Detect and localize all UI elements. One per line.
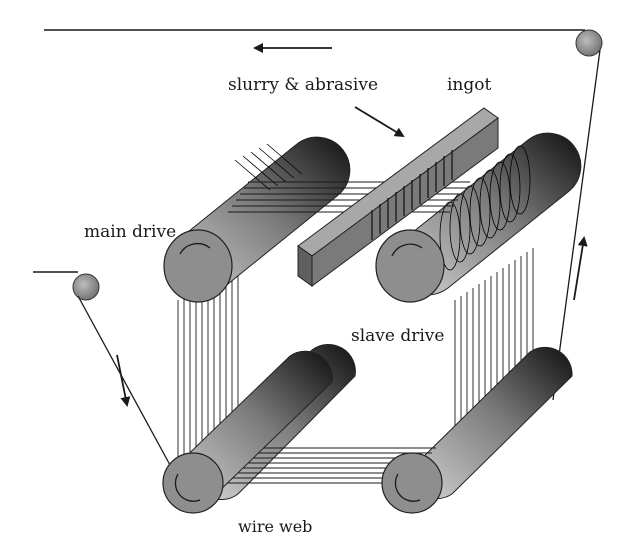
slurry-abrasive-label: slurry & abrasive	[228, 75, 379, 95]
rotation-arrow-icon	[391, 243, 423, 257]
left-vertical-wire-web	[177, 260, 239, 460]
left-feed-wire	[77, 295, 171, 466]
ingot	[297, 107, 499, 287]
left-pulley	[72, 273, 100, 301]
main-drive-label: main drive	[84, 222, 177, 242]
ingot-label: ingot	[447, 75, 492, 95]
rotation-arrow-icon	[174, 473, 201, 502]
rotation-arrow-icon	[179, 242, 211, 255]
slave-drive-roller	[375, 132, 582, 303]
bottom-label: wire web	[238, 517, 313, 536]
bottom-right-roller-end	[381, 452, 443, 514]
top-right-pulley	[575, 29, 603, 57]
slave-drive-label: slave drive	[351, 326, 445, 346]
bottom-left-roller	[162, 350, 333, 514]
main-drive-roller	[163, 136, 351, 303]
slurry-arrow-icon	[354, 106, 405, 138]
arrow-down-icon	[116, 354, 131, 407]
right-feed-wire	[552, 49, 601, 401]
arrow-up-icon	[573, 236, 588, 301]
